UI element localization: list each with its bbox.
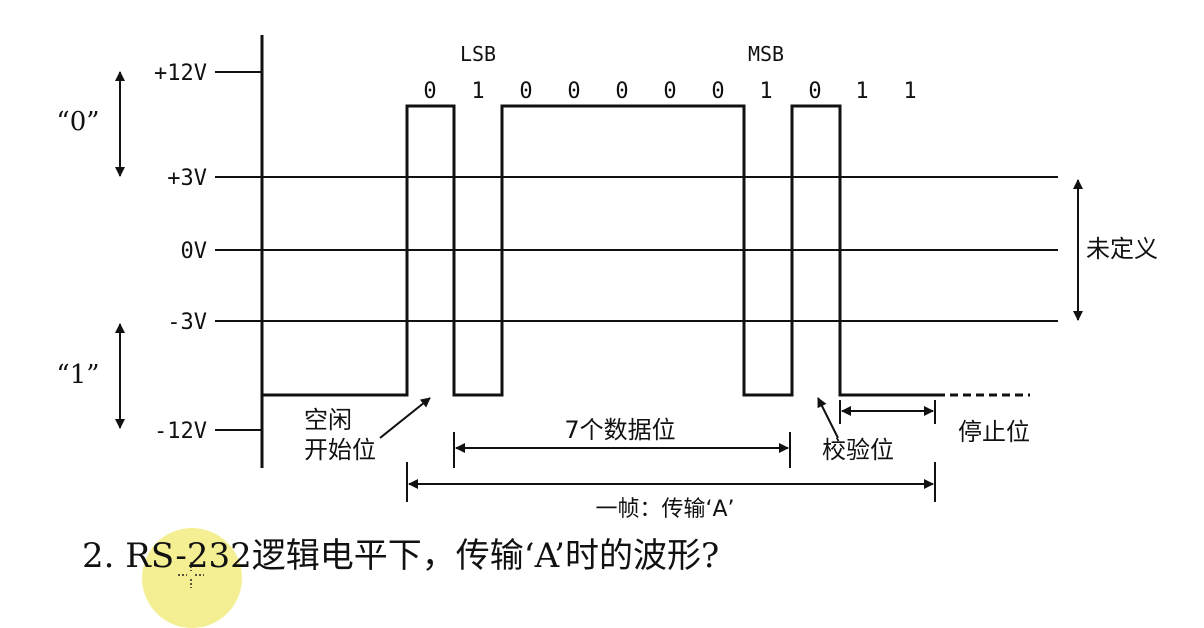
lsb-label: LSB bbox=[460, 42, 496, 66]
bit-value: 1 bbox=[855, 79, 868, 104]
bit-value: 0 bbox=[423, 79, 436, 104]
data-bits-label: 7个数据位 bbox=[564, 416, 675, 444]
parity-bit-label: 校验位 bbox=[822, 436, 894, 464]
logic-zero-label: “0” bbox=[56, 107, 99, 137]
voltage-label-plus-12v: +12V bbox=[154, 61, 207, 86]
bit-values: 0 1 0 0 0 0 0 1 0 1 1 bbox=[423, 79, 916, 104]
bit-value: 0 bbox=[663, 79, 676, 104]
frame-label: 一帧：传输‘A’ bbox=[595, 497, 734, 522]
voltage-label-minus-12v: -12V bbox=[154, 419, 207, 444]
voltage-label-plus-3v: +3V bbox=[167, 166, 207, 191]
undefined-range-label: 未定义 bbox=[1086, 235, 1158, 263]
frame-label-background bbox=[540, 494, 790, 522]
parity-pointer-arrow bbox=[817, 397, 839, 439]
bit-value: 1 bbox=[759, 79, 772, 104]
start-bit-pointer-arrow bbox=[379, 397, 431, 439]
bit-value: 1 bbox=[903, 79, 916, 104]
voltage-label-minus-3v: -3V bbox=[167, 310, 207, 335]
bit-value: 0 bbox=[567, 79, 580, 104]
bit-value: 0 bbox=[711, 79, 724, 104]
logic-one-label: “1” bbox=[56, 360, 99, 390]
bit-value: 1 bbox=[471, 79, 484, 104]
stop-bit-label: 停止位 bbox=[958, 418, 1030, 446]
voltage-label-0v: 0V bbox=[181, 239, 208, 264]
bit-value: 0 bbox=[808, 79, 821, 104]
crosshair-cursor-icon bbox=[178, 562, 204, 588]
question-text: 2. RS-232逻辑电平下，传输‘A’时的波形? bbox=[82, 536, 720, 576]
idle-label: 空闲 bbox=[304, 406, 352, 434]
start-bit-label: 开始位 bbox=[304, 436, 376, 464]
msb-label: MSB bbox=[748, 42, 784, 66]
bit-value: 0 bbox=[519, 79, 532, 104]
rs232-waveform-diagram: +12V +3V 0V -3V -12V “0” “1” 未定义 LSB MSB… bbox=[56, 35, 1158, 522]
waveform-signal bbox=[262, 104, 937, 397]
bit-value: 0 bbox=[615, 79, 628, 104]
